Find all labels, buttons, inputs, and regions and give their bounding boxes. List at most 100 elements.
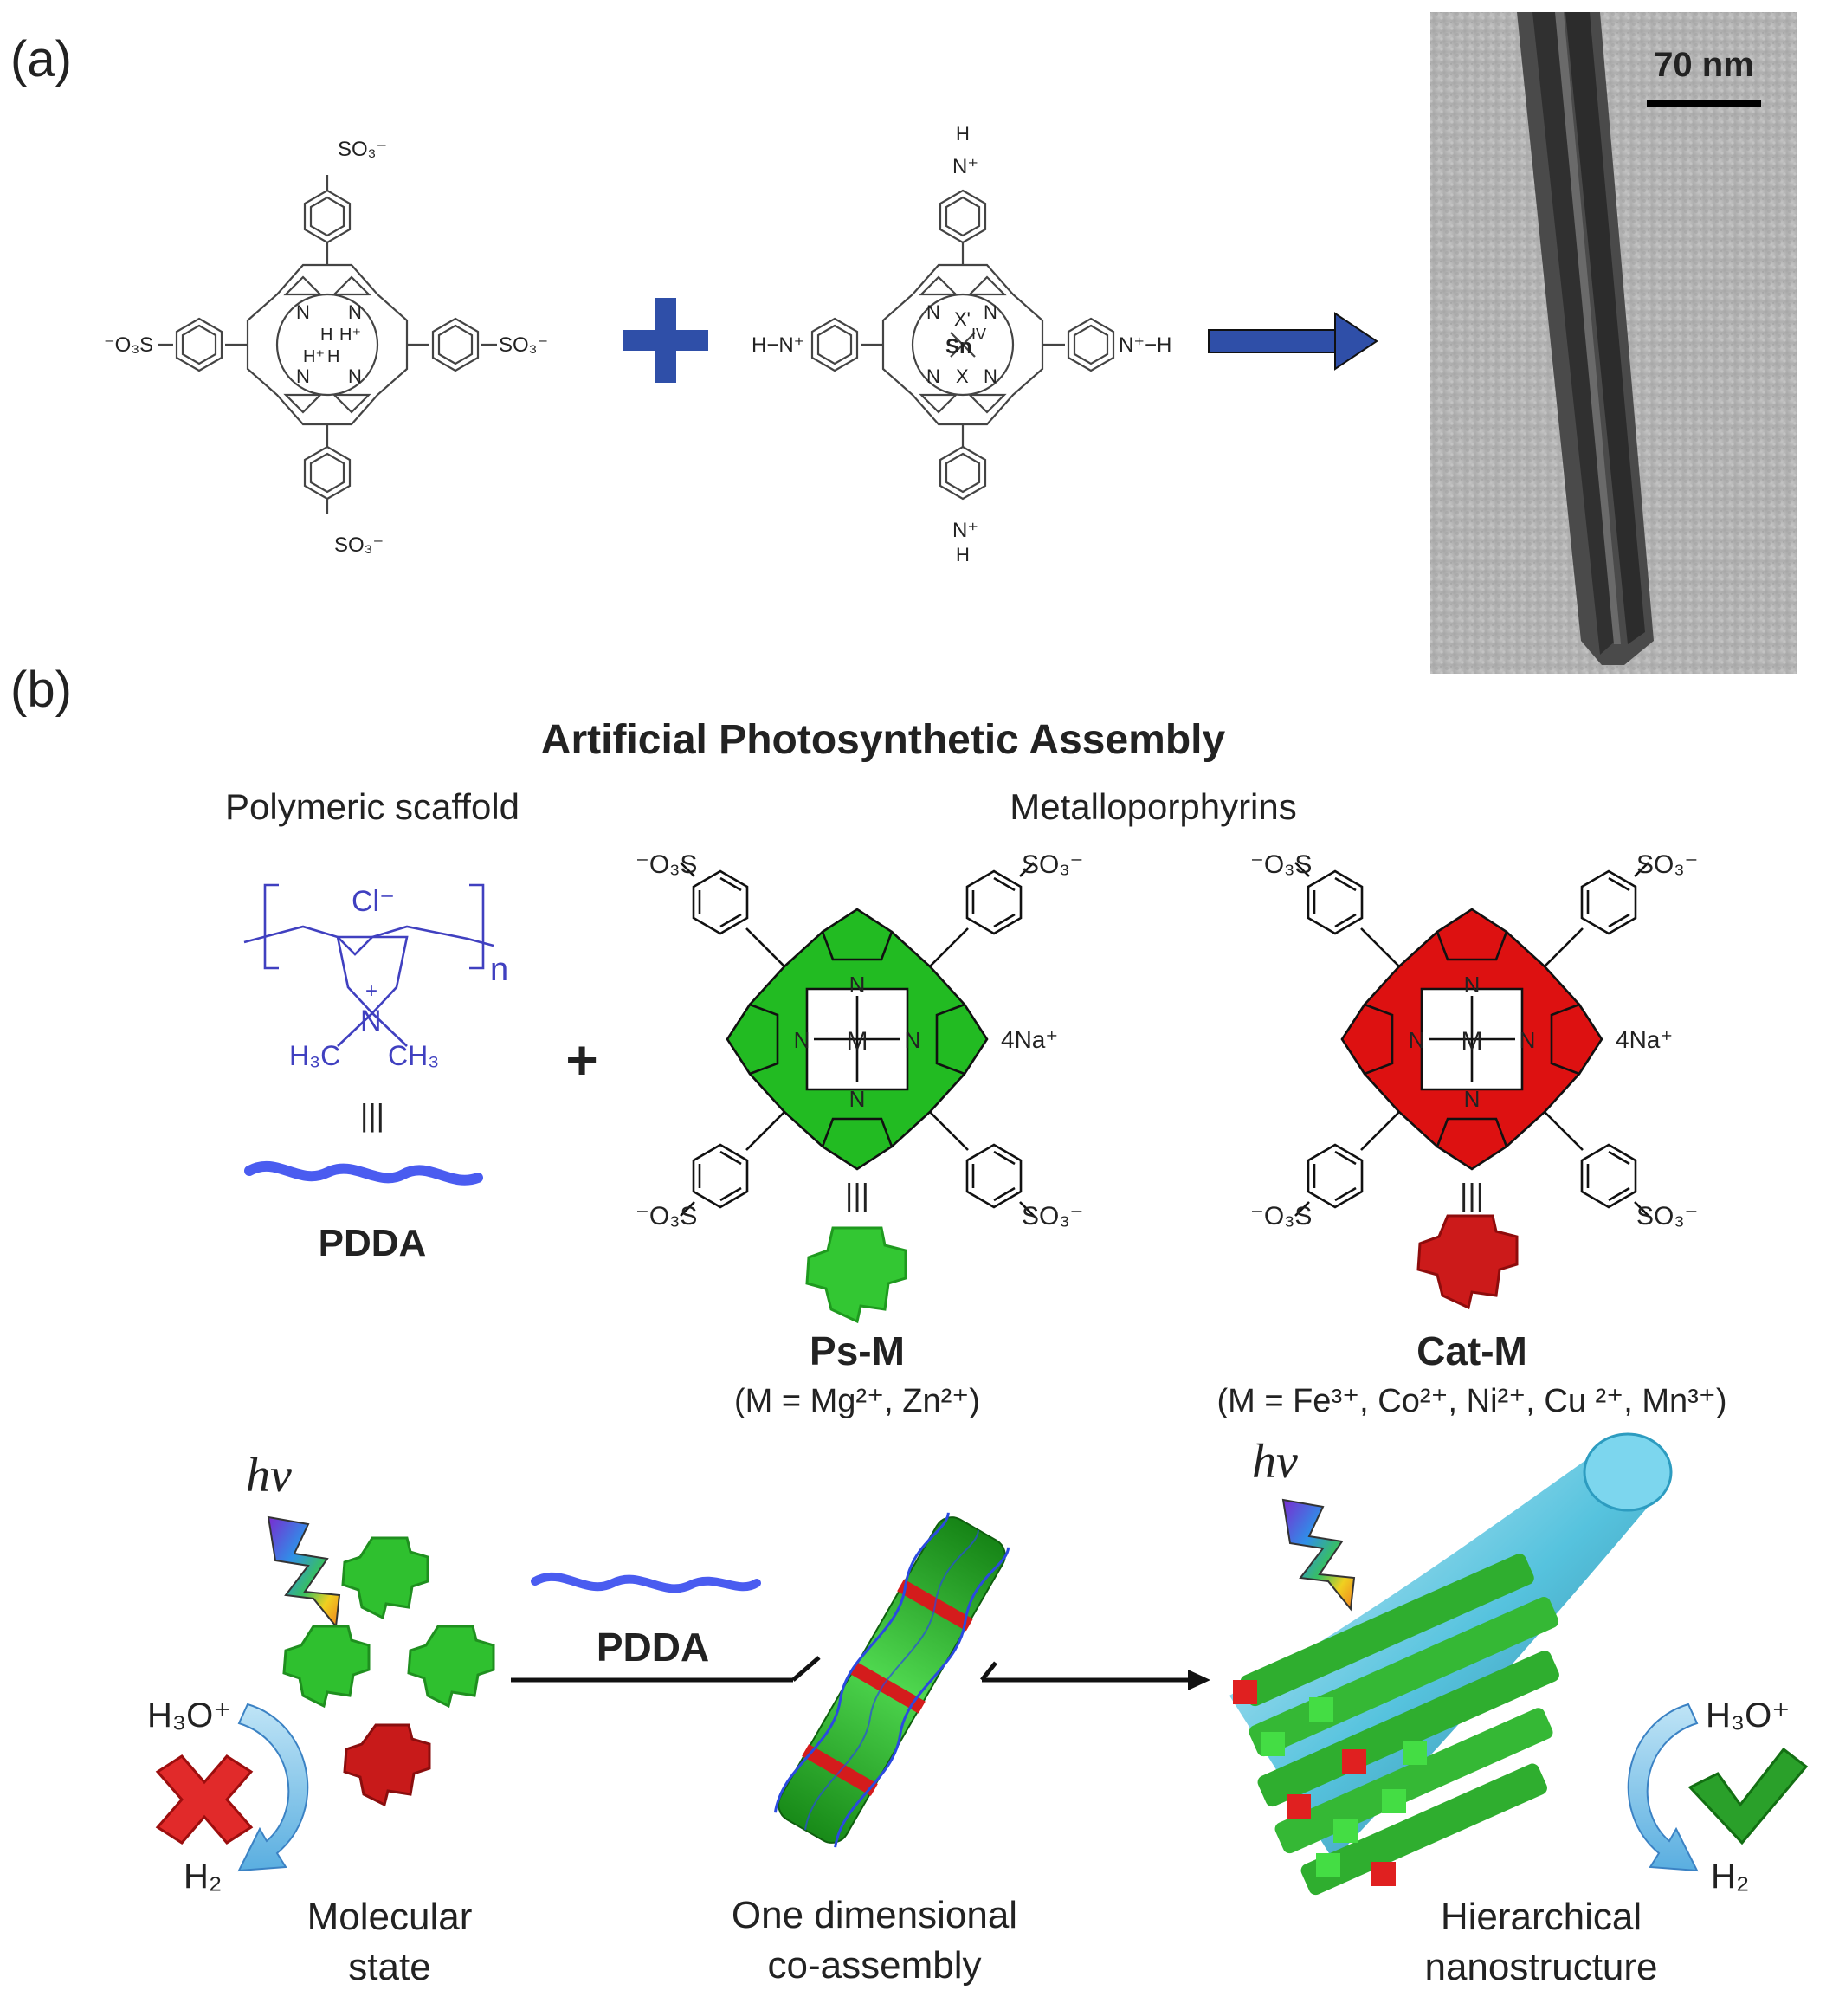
cat-m-porphyrin-structure [1294, 862, 1649, 1217]
sn-metal-center: Sn [945, 335, 972, 359]
sn-bottom-h: H [956, 544, 970, 565]
cat-m-metals: (M = Fe³⁺, Co²⁺, Ni²⁺, Cu ²⁺, Mn³⁺) [1216, 1383, 1726, 1419]
panel-b-label: (b) [10, 662, 72, 718]
ps-so3-br: SO₃⁻ [1022, 1202, 1083, 1231]
molecular-state-line2: state [348, 1946, 430, 1988]
one-dimensional-line2: co-assembly [768, 1944, 982, 1987]
pdda-repeat-n: n [490, 952, 508, 988]
ps-n-bottom: N [849, 1086, 866, 1112]
ps-metal: M [847, 1027, 868, 1056]
molecular-state-green-1 [341, 1536, 429, 1620]
sn-n-br: N [984, 365, 997, 387]
cat-m-label: Cat-M [1416, 1328, 1527, 1373]
cat-so3-tl: ⁻O₃S [1250, 850, 1312, 879]
plus-sign-b: + [565, 1029, 597, 1091]
assembly-arrow-left [511, 1656, 821, 1683]
ps-n-top: N [849, 972, 866, 998]
h3o-label-right: H₃O⁺ [1706, 1696, 1790, 1735]
sn-oxidation-state: IV [971, 326, 986, 343]
ps-so3-tr: SO₃⁻ [1022, 850, 1083, 879]
metalloporphyrins-header: Metalloporphyrins [1010, 786, 1297, 827]
cat-n-left: N [1409, 1027, 1425, 1053]
pdda-chloride: Cl⁻ [352, 885, 395, 918]
plus-sign-a [623, 298, 708, 383]
reaction-arrow-a [1208, 312, 1378, 371]
scaffold-header: Polymeric scaffold [225, 786, 519, 827]
sn-n-tl: N [926, 301, 940, 323]
cat-n-top: N [1464, 972, 1481, 998]
lightning-bolt-icon-right [1281, 1498, 1356, 1612]
ps-so3-bl: ⁻O₃S [636, 1202, 697, 1231]
assembly-arrow-right [980, 1661, 1210, 1690]
pdda-wave-icon [244, 1160, 483, 1186]
hierarchical-line2: nanostructure [1424, 1946, 1657, 1988]
reaction-cycle-arrow-right [1627, 1703, 1699, 1872]
ps-m-icon [805, 1226, 907, 1324]
cat-so3-tr: SO₃⁻ [1636, 850, 1698, 879]
success-check-icon [1687, 1747, 1809, 1845]
fail-x-icon [155, 1754, 254, 1845]
cat-counterion: 4Na⁺ [1616, 1026, 1673, 1053]
sn-porphyrin-structure [810, 189, 1115, 501]
tpps-n-br: N [348, 365, 362, 387]
tem-micrograph: 70 nm [1430, 12, 1797, 674]
h3o-label-left: H₃O⁺ [147, 1696, 231, 1735]
ps-n-left: N [794, 1027, 810, 1053]
tem-scale-label: 70 nm [1654, 46, 1754, 84]
one-dimensional-rod [773, 1512, 1010, 1848]
pdda-label-bottom: PDDA [597, 1625, 709, 1670]
ps-m-metals: (M = Mg²⁺, Zn²⁺) [734, 1383, 980, 1419]
sn-n-tr: N [984, 301, 997, 323]
hierarchical-nanostructure [1229, 1432, 1673, 1896]
tpps-h-3: H⁺ [303, 347, 325, 366]
sn-axial-bottom: X [956, 365, 969, 387]
sn-right-pyridinium: N⁺−H [1119, 333, 1171, 357]
cat-equiv: ||| [1460, 1177, 1484, 1212]
tpps-sulfonate-left: ⁻O₃S [104, 333, 153, 357]
pdda-equiv: ||| [360, 1097, 384, 1133]
cat-n-bottom: N [1464, 1086, 1481, 1112]
hv-left: hv [246, 1449, 292, 1502]
lightning-bolt-icon-left [267, 1515, 341, 1629]
sn-axial-top: X' [954, 308, 971, 330]
sn-top-h: H [956, 123, 970, 145]
one-dimensional-line1: One dimensional [732, 1894, 1017, 1936]
reaction-cycle-arrow-left [237, 1703, 309, 1872]
h2-label-right: H₂ [1711, 1858, 1749, 1896]
molecular-state-line1: Molecular [307, 1896, 473, 1938]
cat-m-icon [1416, 1214, 1519, 1310]
tpps-sulfonate-top: SO₃⁻ [338, 138, 387, 161]
ps-so3-tl: ⁻O₃S [636, 850, 697, 879]
tpps-h-4: H [327, 347, 339, 366]
cat-so3-bl: ⁻O₃S [1250, 1202, 1312, 1231]
ps-m-porphyrin-structure [680, 862, 1035, 1217]
sn-left-pyridinium: H−N⁺ [752, 333, 804, 357]
tpps-porphyrin-structure [158, 175, 497, 514]
cat-n-right: N [1520, 1027, 1536, 1053]
cat-metal: M [1462, 1027, 1483, 1056]
assembly-title: Artificial Photosynthetic Assembly [541, 717, 1226, 763]
tpps-n-bl: N [296, 365, 310, 387]
tpps-n-tr: N [348, 301, 362, 323]
pdda-nitrogen: N [360, 1005, 382, 1037]
pdda-methyl-right: CH₃ [388, 1040, 439, 1071]
pdda-label: PDDA [319, 1222, 427, 1264]
cat-so3-br: SO₃⁻ [1636, 1202, 1698, 1231]
sn-n-bl: N [926, 365, 940, 387]
sn-bottom-n: N⁺ [952, 519, 978, 542]
pdda-charge: + [365, 979, 377, 1003]
hierarchical-line1: Hierarchical [1441, 1896, 1642, 1938]
ps-equiv: ||| [845, 1177, 869, 1212]
h2-label-left: H₂ [184, 1858, 222, 1896]
sn-top-n: N⁺ [952, 155, 978, 178]
molecular-state-green-2 [282, 1625, 371, 1709]
pdda-methyl-left: H₃C [289, 1040, 340, 1071]
tpps-h-1: H [320, 326, 332, 345]
panel-a-label: (a) [10, 31, 72, 87]
ps-m-label: Ps-M [810, 1328, 905, 1373]
tpps-sulfonate-right: SO₃⁻ [499, 333, 548, 357]
ps-counterion: 4Na⁺ [1001, 1026, 1058, 1053]
pdda-wave-icon-bottom [531, 1572, 761, 1593]
pdda-structure [243, 883, 494, 1047]
